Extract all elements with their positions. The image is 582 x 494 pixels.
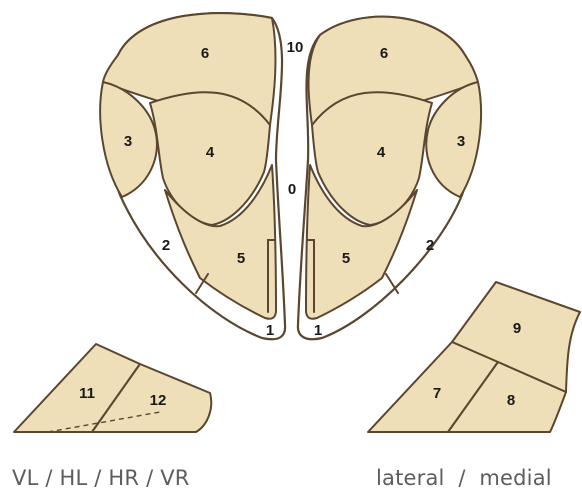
right-zone-5-label: 5 bbox=[342, 250, 350, 267]
bottom-right-zone-7-label: 7 bbox=[433, 385, 441, 402]
bottom-right-zone-8-label: 8 bbox=[507, 392, 515, 409]
left-zone-2-label: 2 bbox=[162, 237, 170, 254]
left-zone-4-label: 4 bbox=[206, 144, 215, 161]
left-zone-6-label: 6 bbox=[201, 45, 209, 62]
bottom-left-zone-12-label: 12 bbox=[150, 392, 167, 409]
right-lobe: 6 3 4 2 5 1 bbox=[298, 17, 481, 340]
caption-left: VL / HL / HR / VR bbox=[12, 466, 190, 490]
bottom-left-zone-11-label: 11 bbox=[79, 385, 95, 402]
right-zone-2-label: 2 bbox=[426, 237, 434, 254]
left-zone-1-label: 1 bbox=[266, 322, 274, 339]
right-zone-4-label: 4 bbox=[377, 144, 386, 161]
caption-right: lateral / medial bbox=[376, 466, 552, 490]
left-zone-3-label: 3 bbox=[124, 133, 132, 150]
left-zone-5-label: 5 bbox=[237, 250, 245, 267]
right-zone-1-label: 1 bbox=[314, 322, 322, 339]
left-lobe: 6 3 4 2 5 1 bbox=[100, 13, 285, 339]
bottom-right-wedge: 9 7 8 bbox=[368, 282, 580, 432]
center-zone-10-label: 10 bbox=[287, 39, 304, 56]
bottom-left-wedge: 11 12 bbox=[14, 344, 211, 432]
right-zone-3-label: 3 bbox=[457, 133, 465, 150]
bottom-right-zone-9-label: 9 bbox=[513, 320, 521, 337]
center-zone-0-label: 0 bbox=[288, 181, 296, 198]
right-zone-6-label: 6 bbox=[380, 45, 388, 62]
